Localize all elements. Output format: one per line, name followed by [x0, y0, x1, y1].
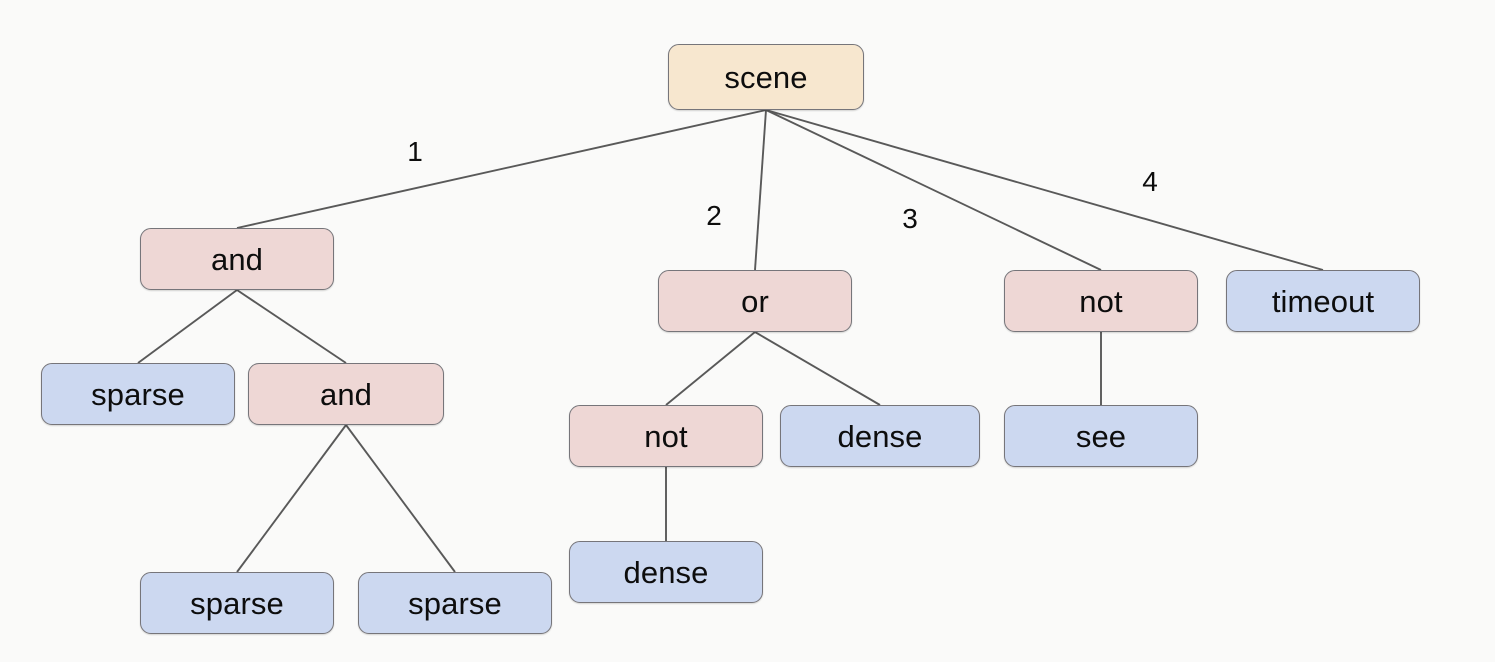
- node-see1[interactable]: see: [1004, 405, 1198, 467]
- node-label: and: [210, 241, 264, 277]
- node-label: not: [1079, 283, 1123, 319]
- edge-scene-to-or1: [754, 109, 767, 271]
- node-label: sparse: [91, 376, 185, 412]
- edge-or1-to-dense1: [754, 331, 881, 406]
- node-and1[interactable]: and: [140, 228, 334, 290]
- node-or1[interactable]: or: [658, 270, 852, 332]
- edge-and2-to-sparse3: [345, 424, 456, 573]
- edge-label-2: 2: [706, 200, 722, 231]
- node-timeout1[interactable]: timeout: [1226, 270, 1420, 332]
- edge-label-1: 1: [407, 136, 423, 167]
- node-not2[interactable]: not: [569, 405, 763, 467]
- edge-and1-to-sparse1: [137, 289, 238, 364]
- node-label: timeout: [1271, 283, 1375, 319]
- node-dense2[interactable]: dense: [569, 541, 763, 603]
- node-label: see: [1075, 418, 1127, 454]
- edge-and2-to-sparse2: [236, 424, 347, 573]
- node-sparse1[interactable]: sparse: [41, 363, 235, 425]
- node-label: not: [644, 418, 688, 454]
- node-label: dense: [837, 418, 923, 454]
- edge-label-3: 3: [902, 203, 918, 234]
- edge-or1-to-not2: [665, 331, 756, 406]
- edge-scene-to-not1: [765, 109, 1102, 271]
- node-label: sparse: [190, 585, 284, 621]
- node-label: sparse: [408, 585, 502, 621]
- node-label: or: [741, 283, 769, 319]
- node-sparse2[interactable]: sparse: [140, 572, 334, 634]
- edge-scene-to-timeout1: [765, 109, 1324, 271]
- node-sparse3[interactable]: sparse: [358, 572, 552, 634]
- node-and2[interactable]: and: [248, 363, 444, 425]
- edge-label-4: 4: [1142, 166, 1158, 197]
- node-label: and: [319, 376, 373, 412]
- node-label: scene: [724, 59, 808, 95]
- node-label: dense: [623, 554, 709, 590]
- edge-and1-to-and2: [236, 289, 347, 364]
- node-dense1[interactable]: dense: [780, 405, 980, 467]
- node-scene[interactable]: scene: [668, 44, 864, 110]
- node-not1[interactable]: not: [1004, 270, 1198, 332]
- edge-scene-to-and1: [236, 109, 767, 229]
